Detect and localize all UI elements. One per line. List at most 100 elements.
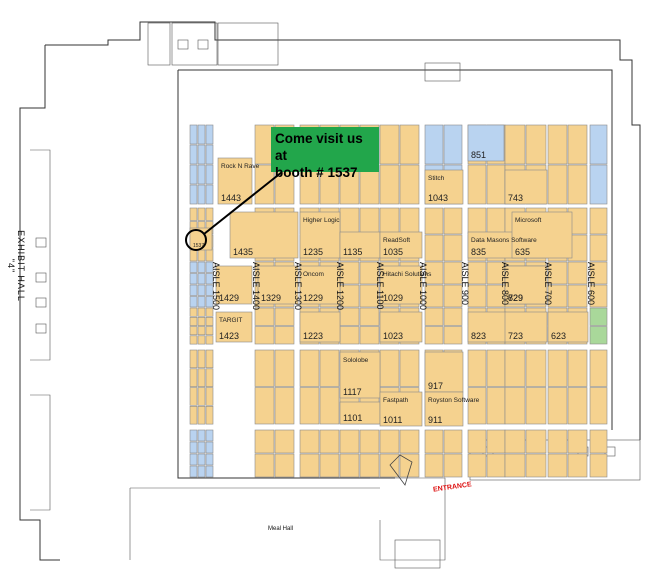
booth-cell[interactable] — [205, 368, 214, 387]
booth-cell[interactable] — [589, 234, 608, 262]
booth-cell[interactable] — [399, 453, 420, 478]
booth-cell[interactable] — [205, 164, 214, 185]
booth-cell[interactable] — [589, 124, 608, 165]
booth-cell[interactable] — [589, 453, 608, 478]
booth-cell[interactable] — [319, 349, 340, 387]
booth-cell[interactable] — [299, 387, 320, 425]
booth-1135[interactable] — [339, 231, 381, 259]
booth-cell[interactable] — [589, 429, 608, 454]
booth-cell[interactable] — [443, 307, 463, 326]
booth-cell[interactable] — [467, 261, 487, 285]
booth-cell[interactable] — [567, 387, 588, 425]
booth-1329[interactable] — [257, 265, 299, 305]
booth-cell[interactable] — [567, 284, 588, 308]
booth-cell[interactable] — [525, 387, 547, 425]
booth-cell[interactable] — [205, 124, 214, 145]
booth-cell[interactable] — [205, 248, 214, 262]
booth-cell[interactable] — [197, 273, 206, 285]
booth-cell[interactable] — [189, 164, 198, 185]
booth-cell[interactable] — [547, 284, 568, 308]
booth-cell[interactable] — [189, 453, 198, 466]
booth-cell[interactable] — [424, 307, 444, 326]
booth-cell[interactable] — [197, 405, 206, 425]
booth-cell[interactable] — [197, 465, 206, 478]
booth-1117[interactable] — [339, 351, 381, 399]
booth-917[interactable] — [424, 351, 464, 393]
booth-1435[interactable] — [229, 211, 299, 259]
booth-cell[interactable] — [254, 429, 275, 454]
booth-cell[interactable] — [547, 429, 568, 454]
booth-cell[interactable] — [189, 349, 198, 369]
booth-cell[interactable] — [339, 207, 360, 235]
booth-cell[interactable] — [197, 124, 206, 145]
booth-cell[interactable] — [379, 164, 400, 205]
booth-cell[interactable] — [205, 326, 214, 336]
booth-cell[interactable] — [443, 234, 463, 262]
booth-cell[interactable] — [205, 284, 214, 296]
booth-cell[interactable] — [197, 429, 206, 442]
booth-1423[interactable] — [215, 311, 253, 343]
booth-cell[interactable] — [359, 307, 380, 326]
booth-1235[interactable] — [299, 211, 341, 259]
booth-1443[interactable] — [217, 157, 253, 205]
booth-cell[interactable] — [299, 453, 320, 478]
booth-cell[interactable] — [197, 349, 206, 369]
booth-cell[interactable] — [443, 453, 463, 478]
booth-cell[interactable] — [589, 387, 608, 425]
booth-cell[interactable] — [525, 124, 547, 165]
booth-1537[interactable] — [189, 227, 213, 251]
booth-cell[interactable] — [205, 316, 214, 326]
booth-cell[interactable] — [547, 261, 568, 285]
booth-cell[interactable] — [424, 234, 444, 262]
booth-cell[interactable] — [254, 307, 275, 326]
booth-cell[interactable] — [197, 184, 206, 205]
booth-1023[interactable] — [379, 311, 423, 343]
booth-cell[interactable] — [379, 207, 400, 235]
booth-cell[interactable] — [197, 296, 206, 308]
booth-cell[interactable] — [547, 124, 568, 165]
booth-cell[interactable] — [339, 307, 360, 326]
booth-cell[interactable] — [197, 326, 206, 336]
booth-729[interactable] — [504, 265, 548, 305]
booth-cell[interactable] — [189, 335, 198, 345]
booth-cell[interactable] — [205, 453, 214, 466]
booth-cell[interactable] — [424, 453, 444, 478]
booth-cell[interactable] — [205, 273, 214, 285]
booth-cell[interactable] — [197, 261, 206, 273]
booth-cell[interactable] — [189, 296, 198, 308]
booth-cell[interactable] — [205, 405, 214, 425]
booth-cell[interactable] — [189, 307, 198, 317]
booth-cell[interactable] — [205, 144, 214, 165]
target-booth-highlight[interactable] — [185, 229, 207, 251]
booth-cell[interactable] — [299, 429, 320, 454]
booth-cell[interactable] — [486, 349, 506, 387]
booth-cell[interactable] — [424, 261, 444, 285]
booth-cell[interactable] — [189, 184, 198, 205]
booth-cell[interactable] — [486, 453, 506, 478]
booth-cell[interactable] — [467, 284, 487, 308]
booth-cell[interactable] — [567, 429, 588, 454]
booth-cell[interactable] — [359, 429, 380, 454]
booth-cell[interactable] — [359, 284, 380, 308]
booth-cell[interactable] — [359, 453, 380, 478]
booth-cell[interactable] — [197, 335, 206, 345]
booth-cell[interactable] — [205, 387, 214, 406]
booth-cell[interactable] — [189, 326, 198, 336]
booth-cell[interactable] — [319, 429, 340, 454]
booth-cell[interactable] — [189, 273, 198, 285]
booth-cell[interactable] — [467, 429, 487, 454]
booth-cell[interactable] — [197, 164, 206, 185]
booth-cell[interactable] — [254, 453, 275, 478]
booth-cell[interactable] — [274, 453, 295, 478]
booth-cell[interactable] — [567, 453, 588, 478]
booth-cell[interactable] — [339, 326, 360, 345]
booth-cell[interactable] — [399, 429, 420, 454]
booth-cell[interactable] — [567, 261, 588, 285]
booth-1043[interactable] — [424, 169, 464, 205]
booth-cell[interactable] — [205, 465, 214, 478]
booth-cell[interactable] — [205, 349, 214, 369]
booth-cell[interactable] — [254, 349, 275, 387]
booth-cell[interactable] — [567, 349, 588, 387]
booth-cell[interactable] — [424, 207, 444, 235]
booth-cell[interactable] — [525, 429, 547, 454]
